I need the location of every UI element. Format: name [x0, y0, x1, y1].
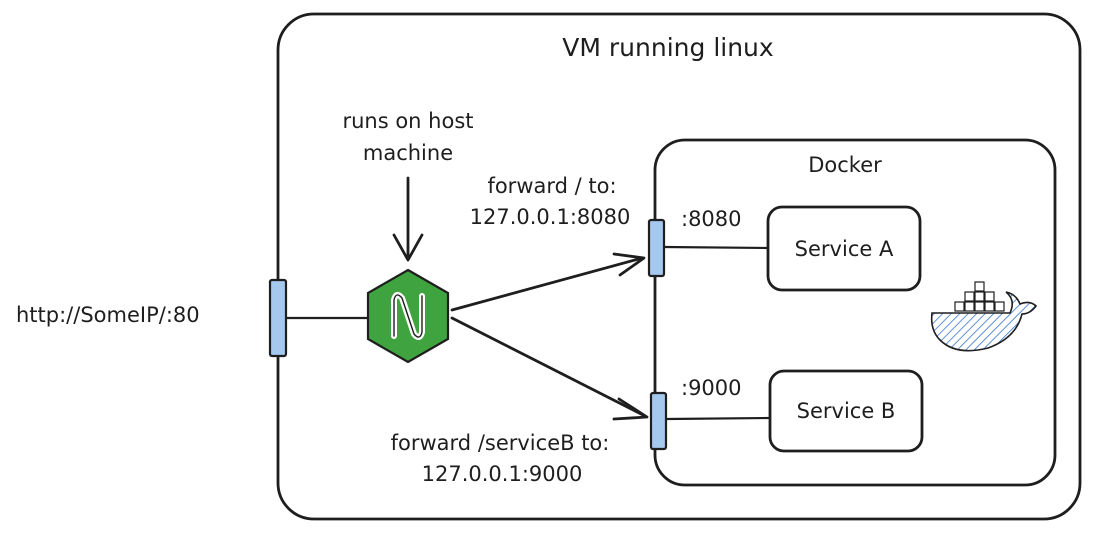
nginx-note-line2: machine — [363, 141, 453, 165]
route-b-line2: 127.0.0.1:9000 — [422, 462, 583, 486]
service-a-box — [766, 205, 922, 292]
arrow-to-8080-head — [612, 252, 646, 277]
route-a-line1: forward / to: — [487, 174, 616, 198]
line-to-service-a — [663, 245, 770, 250]
docker-whale-icon — [930, 281, 1038, 352]
note-arrow-head — [392, 233, 424, 262]
arrow-to-9000-head — [612, 397, 649, 421]
arrow-to-9000 — [450, 316, 647, 418]
docker-box — [653, 138, 1057, 487]
vm-box — [276, 12, 1082, 521]
docker-title: Docker — [808, 153, 882, 177]
nginx-icon — [366, 268, 450, 364]
route-a-line2: 127.0.0.1:8080 — [470, 205, 631, 229]
service-b-box — [768, 369, 924, 453]
service-b-port: :9000 — [681, 376, 742, 400]
arrow-to-8080 — [450, 256, 644, 312]
docker-port-9000 — [649, 391, 668, 451]
route-b-line1: forward /serviceB to: — [391, 431, 610, 455]
nginx-note-line1: runs on host — [342, 109, 473, 133]
docker-port-8080 — [647, 218, 666, 278]
external-address: http://SomeIP/:80 — [16, 303, 200, 327]
service-a-port: :8080 — [681, 207, 742, 231]
service-b-label: Service B — [797, 399, 896, 423]
line-to-service-b — [665, 416, 772, 421]
service-a-label: Service A — [795, 237, 894, 261]
vm-title: VM running linux — [562, 33, 773, 62]
vm-port-80 — [268, 278, 288, 358]
